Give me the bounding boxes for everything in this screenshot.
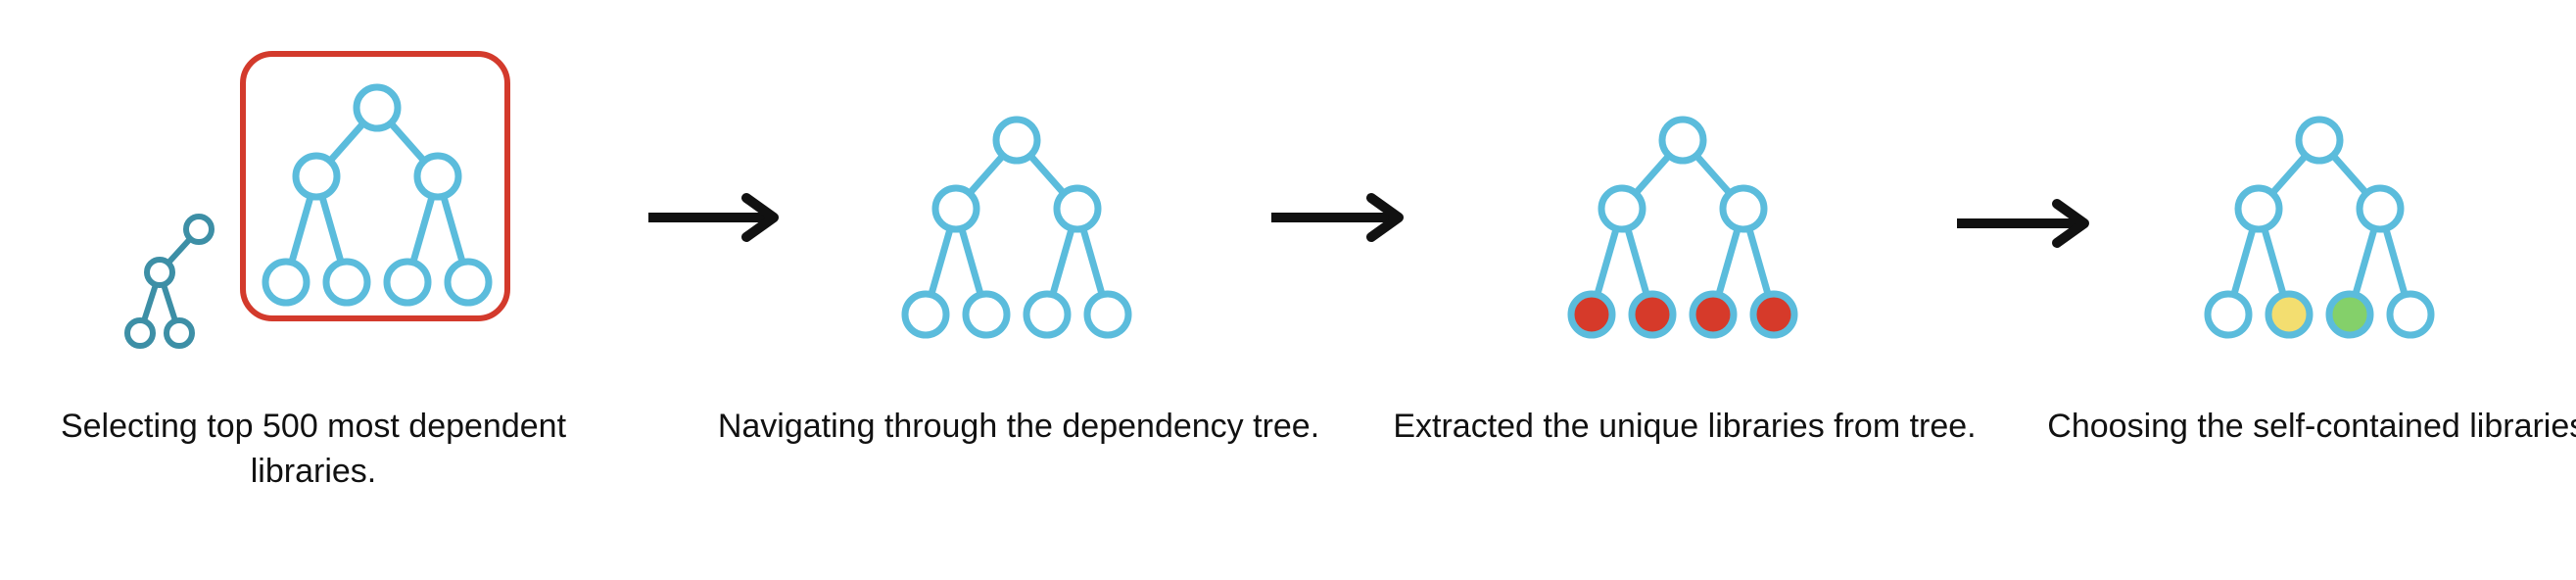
- tree-root-node: [992, 116, 1041, 165]
- arrow-right-icon: [648, 193, 779, 242]
- tree-node: [144, 257, 175, 288]
- tree-edge: [1049, 224, 1075, 299]
- tree-leaf-node: [2325, 290, 2374, 339]
- tree-edge: [1693, 152, 1734, 197]
- tree-edge: [1632, 152, 1673, 197]
- tree-leaf-node: [1689, 290, 1738, 339]
- tree-leaf-node: [262, 258, 310, 307]
- self-contained-tree-icon: [2204, 116, 2435, 339]
- tree-leaf-node: [962, 290, 1011, 339]
- tree-edge: [1624, 224, 1650, 299]
- tree-edge: [928, 224, 954, 299]
- tree-inner-node: [2356, 184, 2405, 233]
- tree-edge: [2382, 224, 2409, 299]
- tree-inner-node: [1598, 184, 1646, 233]
- tree-edge: [326, 120, 367, 165]
- arrow-right-icon: [1957, 199, 2089, 248]
- arrow-head: [741, 193, 779, 242]
- tree-edge: [1594, 224, 1620, 299]
- tree-edge: [140, 281, 160, 324]
- tree-edge: [966, 152, 1007, 197]
- tree-leaf-node: [1628, 290, 1677, 339]
- tree-edge: [2268, 152, 2310, 197]
- tree-inner-node: [1053, 184, 1102, 233]
- tree-inner-node: [2234, 184, 2283, 233]
- tree-edge: [165, 235, 194, 266]
- tree-edge: [1079, 224, 1106, 299]
- tree-edge: [440, 192, 466, 266]
- tree-root-node: [2295, 116, 2344, 165]
- tree-inner-node: [1719, 184, 1768, 233]
- tree-inner-node: [413, 152, 462, 201]
- dependency-tree-icon: [901, 116, 1132, 339]
- tree-leaf-node: [1023, 290, 1072, 339]
- tree-node: [164, 317, 195, 349]
- tree-node: [124, 317, 156, 349]
- tree-root-node: [353, 83, 402, 132]
- tree-edge: [958, 224, 984, 299]
- highlighted-tree-icon: [262, 83, 493, 307]
- highlight-box: [240, 51, 510, 321]
- step-1-caption: Selecting top 500 most dependent librari…: [60, 408, 567, 490]
- tree-edge: [2230, 224, 2257, 299]
- tree-edge: [1715, 224, 1741, 299]
- tree-edge: [409, 192, 436, 266]
- tree-node: [183, 214, 215, 245]
- step-3-caption: Extracted the unique libraries from tree…: [1393, 408, 1977, 445]
- tree-inner-node: [292, 152, 341, 201]
- tree-root-node: [1658, 116, 1707, 165]
- tree-leaf-node: [2204, 290, 2253, 339]
- tree-leaf-node: [1749, 290, 1798, 339]
- tree-leaf-node: [1083, 290, 1132, 339]
- tree-leaf-node: [2386, 290, 2435, 339]
- tree-edge: [1745, 224, 1772, 299]
- tree-leaf-node: [444, 258, 493, 307]
- arrow-head: [1366, 193, 1404, 242]
- tree-leaf-node: [383, 258, 432, 307]
- extracted-tree-icon: [1567, 116, 1798, 339]
- arrow-head: [2052, 199, 2089, 248]
- arrow-right-icon: [1271, 193, 1404, 242]
- tree-leaf-node: [901, 290, 950, 339]
- tree-edge: [1026, 152, 1068, 197]
- tree-leaf-node: [2265, 290, 2314, 339]
- tree-edge: [387, 120, 428, 165]
- tree-edge: [2352, 224, 2378, 299]
- tree-edge: [318, 192, 345, 266]
- tree-edge: [288, 192, 314, 266]
- small-tree-icon: [124, 214, 215, 349]
- tree-inner-node: [931, 184, 980, 233]
- tree-edge: [2261, 224, 2287, 299]
- tree-edge: [2329, 152, 2370, 197]
- tree-leaf-node: [1567, 290, 1616, 339]
- tree-edge: [160, 281, 179, 324]
- step-2-caption: Navigating through the dependency tree.: [717, 408, 1320, 445]
- step-4-caption: Choosing the self-contained libraries.: [2047, 408, 2576, 445]
- tree-leaf-node: [322, 258, 371, 307]
